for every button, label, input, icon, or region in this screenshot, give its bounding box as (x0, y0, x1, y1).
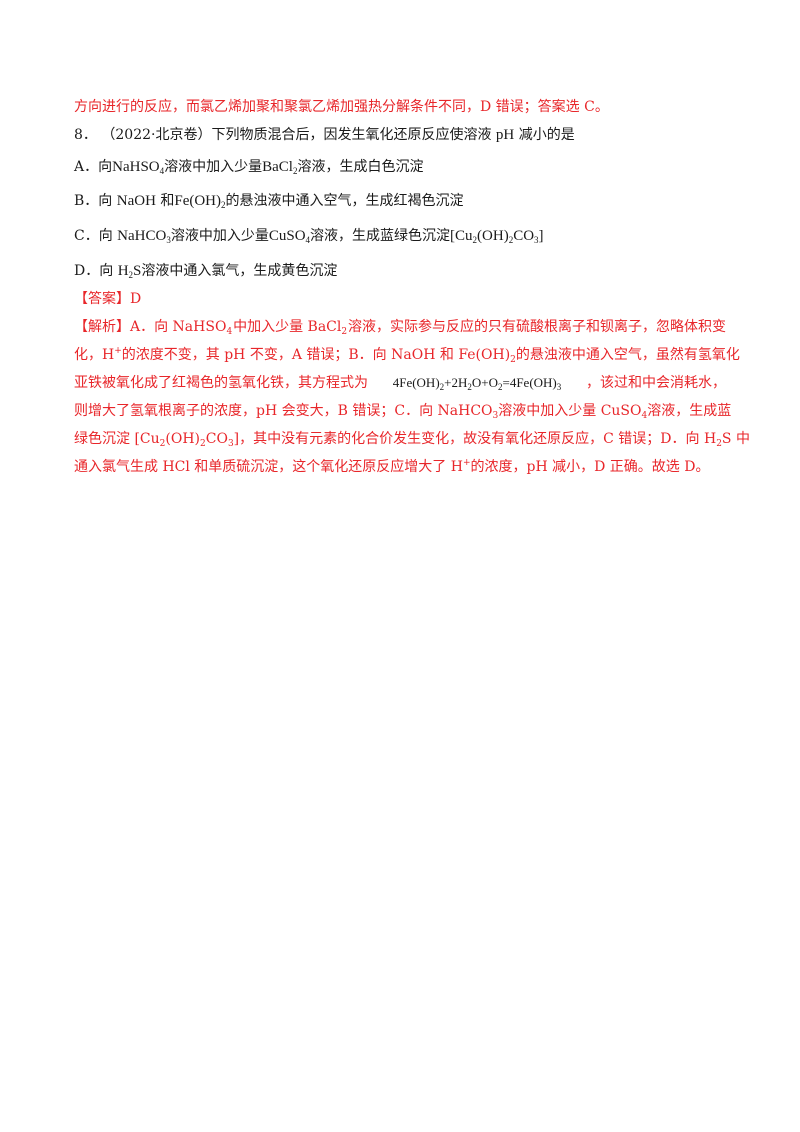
text-line: 方向进行的反应，而氯乙烯加聚和聚氯乙烯加强热分解条件不同，D 错误；答案选 C。 (74, 99, 609, 115)
option-text: 溶液，生成白色沉淀 (297, 159, 424, 175)
text-segment: 中加入少量 BaCl2 (233, 319, 348, 337)
formula-naoh: NaOH (116, 193, 156, 209)
formula-ph: pH (495, 127, 515, 143)
text-segment: 溶液中加入少量 CuSO4 (498, 403, 648, 421)
text-segment: 的悬浊液中通入空气，虽然有氢氧化 (515, 347, 740, 363)
option-text: 溶液中加入少量 (170, 228, 269, 244)
explanation-line-6: 通入氯气生成 HCl 和单质硫沉淀，这个氧化还原反应增大了 H+的浓度，pH 减… (74, 458, 710, 476)
text-segment: 则增大了氢氧根离子的浓度，pH 会变大，B 错误；C．向 NaHCO3 (74, 403, 499, 421)
text-segment: 溶液，生成蓝 (647, 403, 732, 419)
explanation-line-5: 绿色沉淀 [Cu2(OH)2CO3]，其中没有元素的化合价发生变化，故没有氧化还… (74, 431, 750, 449)
question-8-stem: 8． （2022·北京卷）下列物质混合后，因发生氧化还原反应使溶液 pH 减小的… (74, 125, 575, 145)
option-text: 溶液中加入少量 (164, 159, 263, 175)
option-label: D．向 (74, 263, 114, 279)
question-number: 8． (74, 127, 97, 143)
explanation-line-3: 亚铁被氧化成了红褐色的氢氧化铁，其方程式为 4Fe(OH)2+2H2O+O2=4… (74, 373, 726, 393)
text-segment: 的浓度不变，其 pH 不变，A 错误；B．向 NaOH 和 Fe(OH)2 (121, 347, 516, 365)
answer-text: 【答案】D (74, 291, 142, 307)
option-label: C．向 (74, 228, 113, 244)
text-segment: 【解析】A．向 NaHSO4 (74, 319, 233, 337)
equation-ferrous-hydroxide-oxidation: 4Fe(OH)2+2H2O+O2=4Fe(OH)3 (392, 375, 562, 392)
explanation-line-2: 化，H+ 的浓度不变，其 pH 不变，A 错误；B．向 NaOH 和 Fe(OH… (74, 345, 740, 365)
paragraph-previous-answer-end: 方向进行的反应，而氯乙烯加聚和聚氯乙烯加强热分解条件不同，D 错误；答案选 C。 (74, 97, 609, 117)
text-segment: ，该过和中会消耗水， (586, 375, 726, 391)
text-segment: 溶液，实际参与反应的只有硫酸根离子和钡离子，忽略体积变 (348, 319, 726, 335)
formula-bacl2: BaCl2 (262, 159, 298, 176)
answer-line: 【答案】D (74, 289, 141, 309)
option-text: 的悬浊液中通入空气，生成红褐色沉淀 (225, 193, 464, 209)
option-text: 和 (160, 193, 175, 209)
option-label: A．向 (74, 159, 113, 175)
explanation-line-4: 则增大了氢氧根离子的浓度，pH 会变大，B 错误；C．向 NaHCO3 溶液中加… (74, 401, 731, 421)
question-text: （2022·北京卷）下列物质混合后，因发生氧化还原反应使溶液 (101, 127, 492, 143)
option-a: A．向NaHSO4溶液中加入少量BaCl2溶液，生成白色沉淀 (74, 157, 423, 177)
option-b: B．向 NaOH 和Fe(OH)2的悬浊液中通入空气，生成红褐色沉淀 (74, 191, 464, 211)
option-label: B．向 (74, 193, 113, 209)
option-text: 溶液，生成蓝绿色沉淀 (310, 228, 451, 244)
option-c: C．向 NaHCO3溶液中加入少量CuSO4溶液，生成蓝绿色沉淀[Cu2(OH)… (74, 226, 544, 246)
question-text: 减小的是 (518, 127, 575, 143)
option-d: D．向 H2S溶液中通入氯气，生成黄色沉淀 (74, 261, 337, 281)
option-text: 溶液中通入氯气，生成黄色沉淀 (141, 263, 338, 279)
formula-basic-copper-carbonate: [Cu2(OH)2CO3] (450, 228, 544, 245)
formula-nahso4: NaHSO4 (112, 159, 165, 176)
text-segment: 化，H+ (74, 346, 122, 364)
formula-cuso4: CuSO4 (268, 228, 311, 245)
formula-nahco3: NaHCO3 (117, 228, 171, 245)
formula-h2s: H2S (117, 263, 142, 280)
formula-feoh2: Fe(OH)2 (174, 193, 226, 210)
explanation-line-1: 【解析】A．向 NaHSO4 中加入少量 BaCl2 溶液，实际参与反应的只有硫… (74, 317, 726, 337)
text-segment: 亚铁被氧化成了红褐色的氢氧化铁，其方程式为 (74, 375, 368, 391)
